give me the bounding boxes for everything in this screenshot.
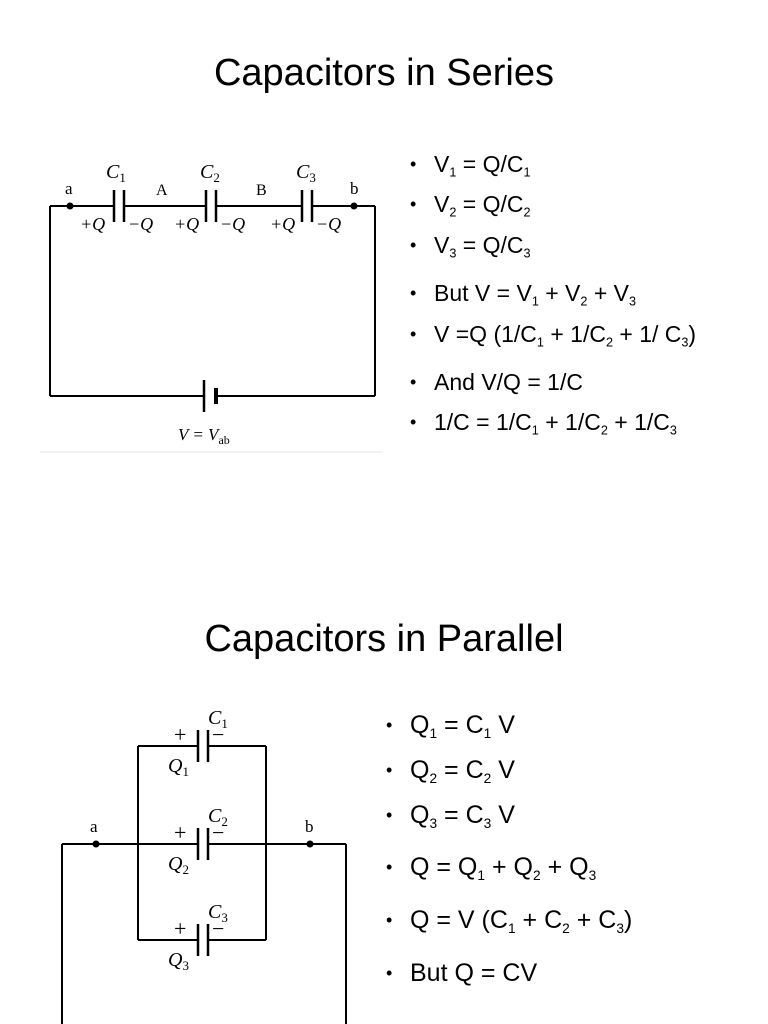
series-title: Capacitors in Series — [213, 52, 555, 94]
pc3-plus: + — [174, 916, 186, 941]
c1-plus-q: +Q — [80, 214, 105, 234]
c2-minus-q: −Q — [220, 214, 245, 234]
pc2-label: C2 — [208, 805, 228, 829]
source-label: V = Vab — [178, 425, 230, 447]
c1-minus-q: −Q — [128, 214, 153, 234]
pnode-b-label: b — [305, 817, 314, 836]
pc1-minus: − — [212, 722, 224, 747]
parallel-equation-6: But Q = CV — [384, 958, 754, 988]
q1-label: Q1 — [168, 755, 189, 779]
c3-label: C3 — [296, 161, 316, 185]
series-equation-7: 1/C = 1/C1 + 1/C2 + 1/C3 — [408, 408, 748, 444]
parallel-equation-4: Q = Q1 + Q2 + Q3 — [384, 852, 754, 891]
pnode-a-dot — [92, 840, 100, 848]
series-equation-4: But V = V1 + V2 + V3 — [408, 279, 748, 315]
series-equations: V1 = Q/C1 V2 = Q/C2 V3 = Q/C3But V = V1 + … — [408, 150, 748, 449]
node-a-dot — [66, 202, 74, 210]
c3-plus-q: +Q — [270, 214, 295, 234]
parallel-title: Capacitors in Parallel — [204, 618, 564, 660]
pc1-plus: + — [174, 722, 186, 747]
q2-label: Q2 — [168, 853, 189, 877]
pc3-label: C3 — [208, 901, 228, 925]
parallel-equation-1: Q1 = C1 V — [384, 710, 754, 749]
q3-label: Q3 — [168, 949, 189, 973]
c2-plus-q: +Q — [174, 214, 199, 234]
series-circuit-diagram: a A B b C1 C2 C3 +Q −Q +Q −Q +Q −Q V = V… — [40, 161, 382, 453]
pnode-b-dot — [306, 840, 314, 848]
parallel-equation-3: Q3 = C3 V — [384, 800, 754, 839]
pc1-label: C1 — [208, 707, 228, 731]
series-equation-3: V3 = Q/C3 — [408, 231, 748, 267]
node-B-label: B — [256, 182, 267, 199]
pc3-minus: − — [212, 916, 224, 941]
series-equation-1: V1 = Q/C1 — [408, 150, 748, 186]
node-A-label: A — [156, 182, 168, 199]
series-equation-2: V2 = Q/C2 — [408, 190, 748, 226]
series-equation-5: V =Q (1/C1 + 1/C2 + 1/ C3) — [408, 320, 748, 356]
parallel-equation-5: Q = V (C1 + C2 + C3) — [384, 905, 754, 944]
c1-label: C1 — [106, 161, 126, 185]
pc2-minus: − — [212, 820, 224, 845]
node-a-label: a — [65, 179, 73, 198]
node-b-dot — [350, 202, 358, 210]
pnode-a-label: a — [90, 817, 98, 836]
parallel-equations: Q1 = C1 V Q2 = C2 V Q3 = C3 V Q = Q1 + Q2 +… — [384, 710, 754, 994]
pc2-plus: + — [174, 820, 186, 845]
c2-label: C2 — [200, 161, 220, 185]
c3-minus-q: −Q — [316, 214, 341, 234]
parallel-equation-2: Q2 = C2 V — [384, 755, 754, 794]
series-equation-6: And V/Q = 1/C — [408, 368, 748, 396]
node-b-label: b — [350, 179, 359, 198]
parallel-circuit-diagram: a b C1 + − Q1 C2 + − Q2 C3 + − Q3 — [61, 707, 347, 1024]
